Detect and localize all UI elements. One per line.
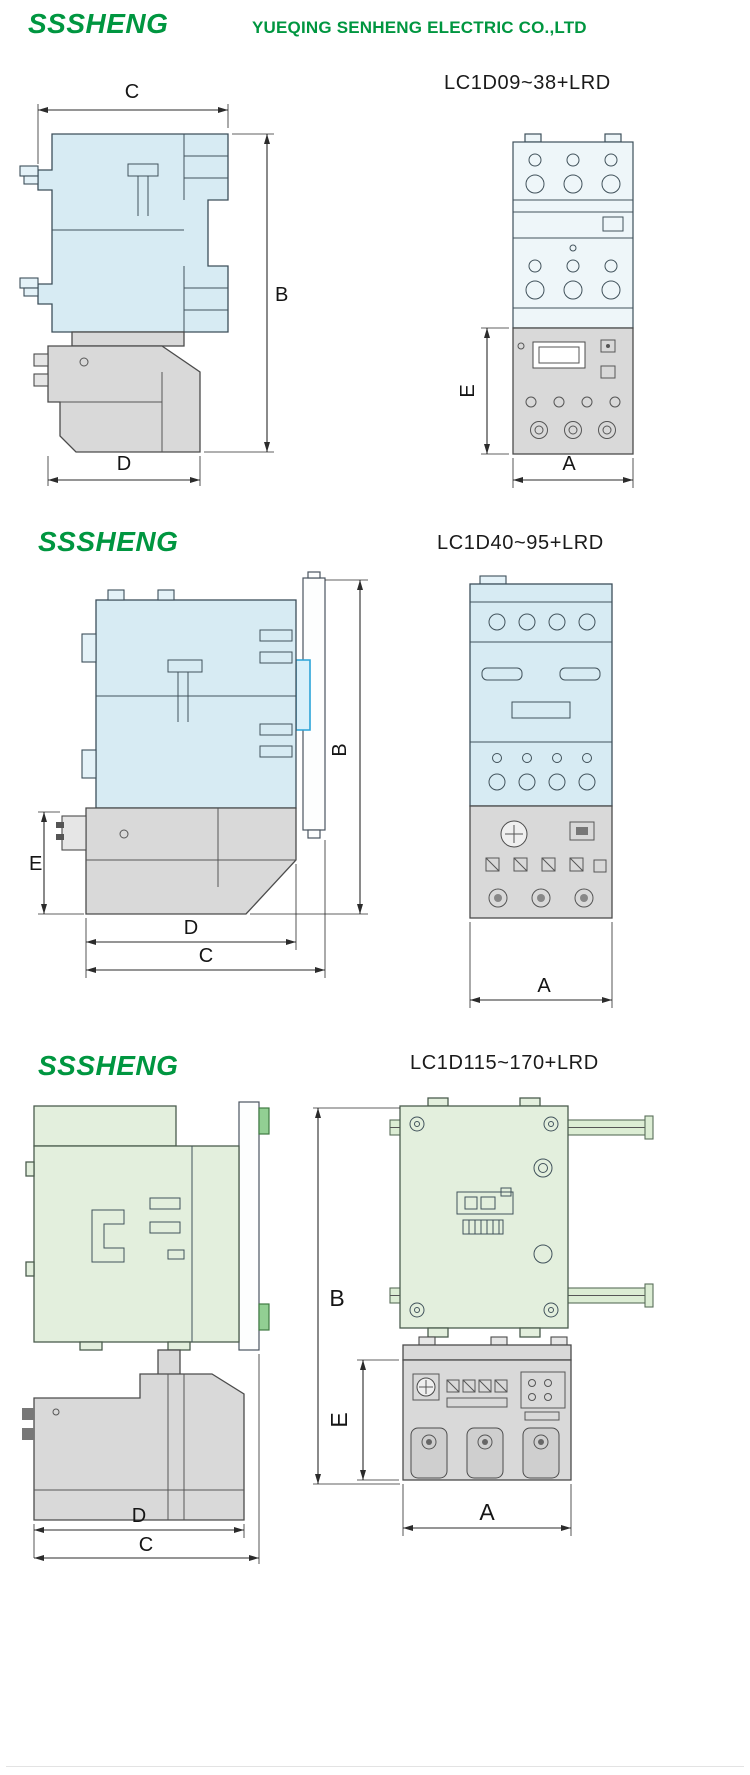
dim-label-d: D xyxy=(117,453,131,475)
dim-label-a: A xyxy=(562,453,576,475)
side-view-drawing-lc1d09-38: C xyxy=(19,81,288,486)
contactor-side-body xyxy=(81,589,297,809)
dimension-c: C xyxy=(37,81,229,164)
overload-relay-front xyxy=(402,1336,572,1481)
company-name: YUEQING SENHENG ELECTRIC CO.,LTD xyxy=(252,18,587,37)
dim-label-c: C xyxy=(199,945,213,967)
front-view-drawing-lc1d40-95: A xyxy=(469,575,613,1008)
contactor-side-body xyxy=(25,1105,240,1351)
brand-logo: SSSHENG xyxy=(38,1050,179,1081)
dim-label-d: D xyxy=(184,917,198,939)
dimension-d: D xyxy=(47,453,201,486)
brand-logo: SSSHENG xyxy=(38,526,179,557)
dimension-b: B xyxy=(250,579,368,915)
model-title-lc1d09-38: LC1D09~38+LRD xyxy=(444,72,611,94)
dimension-b: B xyxy=(204,133,288,453)
dim-label-b: B xyxy=(329,1285,344,1311)
front-view-drawing-lc1d115-170: B E A xyxy=(313,1097,654,1536)
side-view-drawing-lc1d40-95: B E D C xyxy=(29,571,368,978)
front-view-drawing-lc1d09-38: E A xyxy=(457,133,634,488)
dimension-a: A xyxy=(469,922,613,1008)
dimension-a: A xyxy=(402,1484,572,1536)
side-view-drawing-lc1d115-170: D C xyxy=(22,1101,270,1564)
page-bottom-rule xyxy=(6,1766,744,1767)
model-title-lc1d115-170: LC1D115~170+LRD xyxy=(410,1052,599,1074)
dim-label-a: A xyxy=(479,1499,495,1525)
contactor-front-body xyxy=(512,133,634,329)
dim-label-b: B xyxy=(329,743,351,756)
din-rail-plate xyxy=(238,1101,270,1351)
din-rail-plate xyxy=(295,571,326,839)
brand-logo: SSSHENG xyxy=(28,8,169,39)
overload-relay-side xyxy=(22,1349,245,1521)
dim-label-b: B xyxy=(275,284,288,306)
model-title-lc1d40-95: LC1D40~95+LRD xyxy=(437,532,604,554)
dim-label-d: D xyxy=(132,1505,146,1527)
dimension-e: E xyxy=(457,327,509,455)
overload-relay-side xyxy=(33,331,201,453)
contactor-front-body xyxy=(399,1097,569,1338)
dimension-a: A xyxy=(512,453,634,488)
overload-relay-front xyxy=(469,805,613,919)
dim-label-e: E xyxy=(457,384,479,397)
overload-relay-side xyxy=(56,807,297,915)
dimension-c: C xyxy=(34,1354,260,1564)
dimension-c: C xyxy=(86,840,326,978)
dimension-b: B xyxy=(313,1107,400,1485)
dimension-e: E xyxy=(29,811,84,915)
dim-label-e: E xyxy=(326,1412,352,1427)
contactor-front-body xyxy=(469,575,613,807)
dim-label-c: C xyxy=(139,1534,153,1556)
dim-label-c: C xyxy=(125,81,139,103)
contactor-side-body xyxy=(19,133,229,333)
dim-label-a: A xyxy=(537,975,551,997)
dim-label-e: E xyxy=(29,853,42,875)
dimension-e: E xyxy=(326,1359,399,1481)
dimension-d: D xyxy=(33,1505,245,1558)
overload-relay-front xyxy=(512,327,634,455)
